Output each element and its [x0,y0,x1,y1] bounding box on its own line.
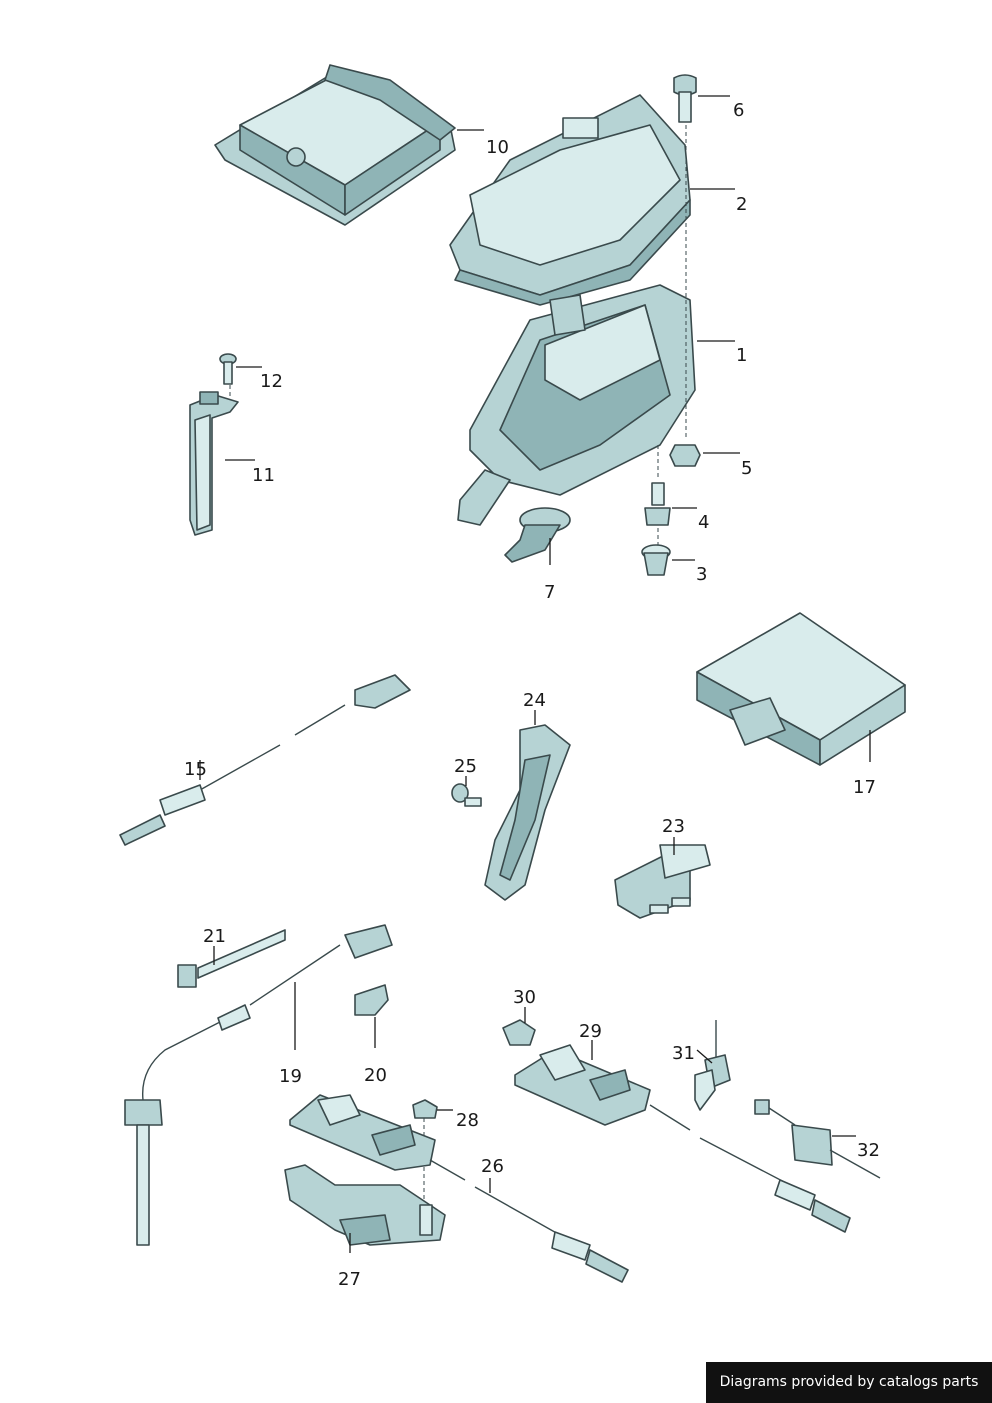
callout-23: 23 [662,816,685,837]
callout-2: 2 [736,194,747,215]
callout-24: 24 [523,690,546,711]
callout-28: 28 [456,1110,479,1131]
callout-4: 4 [698,512,709,533]
control-unit-10 [214,64,456,226]
bolt-6 [673,74,697,123]
grommet-7 [504,507,571,563]
callout-27: 27 [338,1269,361,1290]
bracket-27 [284,1164,446,1246]
callout-3: 3 [696,564,707,585]
callout-32: 32 [857,1140,880,1161]
pressure-sensor-23 [614,844,711,919]
callout-20: 20 [364,1065,387,1086]
callout-31: 31 [672,1043,695,1064]
callout-7: 7 [544,582,555,603]
bracket-31 [694,1020,731,1111]
housing-1 [457,284,696,526]
callout-10: 10 [486,137,509,158]
lambda-probe-15 [119,674,411,846]
bracket-24 [484,724,571,901]
callout-21: 21 [203,926,226,947]
callout-17: 17 [853,777,876,798]
nox-sensor-26 [289,1094,629,1283]
grommet-3 [641,544,671,576]
callout-5: 5 [741,458,752,479]
holder-32 [754,1099,881,1179]
holder-20 [354,984,389,1016]
callout-29: 29 [579,1021,602,1042]
nox-sensor-29 [514,1044,851,1233]
callout-26: 26 [481,1156,504,1177]
callout-6: 6 [733,100,744,121]
bolt-4 [644,482,671,526]
nut-28 [412,1099,438,1119]
control-unit-17 [696,612,906,766]
callout-25: 25 [454,756,477,777]
callout-11: 11 [252,465,275,486]
callout-1: 1 [736,345,747,366]
clip-21 [177,929,286,988]
callout-12: 12 [260,371,283,392]
footer-credit: Diagrams provided by catalogs parts [706,1362,992,1403]
cover-2 [449,94,691,306]
callout-19: 19 [279,1066,302,1087]
leader-lines [199,95,871,1253]
callout-30: 30 [513,987,536,1008]
screw-12 [219,353,237,385]
temperature-sender-19 [124,924,393,1246]
bolt-25 [451,783,482,807]
nut-5 [669,444,701,467]
callout-15: 15 [184,759,207,780]
nut-30 [502,1019,536,1046]
sensor-11 [189,391,239,536]
